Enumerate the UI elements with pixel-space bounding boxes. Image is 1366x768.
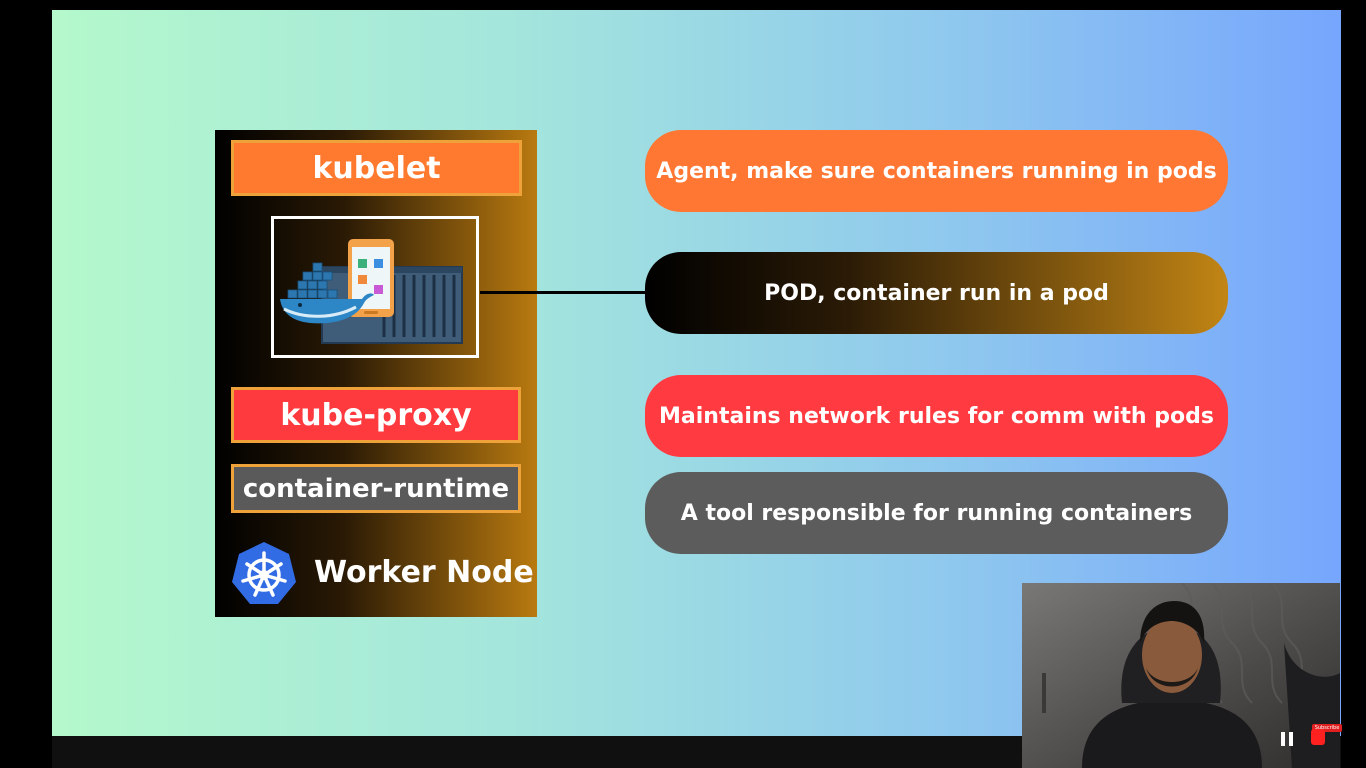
record-icon[interactable] bbox=[1311, 729, 1325, 745]
container-runtime-box: container-runtime bbox=[231, 464, 521, 513]
container-runtime-label: container-runtime bbox=[242, 473, 510, 504]
webcam-overlay bbox=[1022, 583, 1340, 768]
worker-node-panel bbox=[215, 130, 537, 617]
container-runtime-description-text: A tool responsible for running container… bbox=[680, 500, 1193, 526]
container-runtime-description: A tool responsible for running container… bbox=[645, 472, 1228, 554]
kube-proxy-label: kube-proxy bbox=[280, 397, 472, 433]
docker-whale-icon bbox=[280, 262, 374, 324]
presenter-illustration bbox=[1022, 583, 1340, 768]
pause-icon[interactable] bbox=[1280, 731, 1294, 747]
kubernetes-helm-icon bbox=[232, 542, 296, 604]
subscribe-text: Subscribe bbox=[1314, 725, 1340, 731]
pod-description: POD, container run in a pod bbox=[645, 252, 1228, 334]
worker-node-title: Worker Node bbox=[314, 555, 534, 590]
kubelet-box: kubelet bbox=[231, 140, 522, 196]
kubelet-description-text: Agent, make sure containers running in p… bbox=[656, 158, 1217, 184]
pod-connector-line bbox=[480, 291, 646, 294]
subscribe-badge[interactable]: Subscribe bbox=[1312, 724, 1342, 732]
kubelet-label: kubelet bbox=[312, 150, 441, 186]
kube-proxy-box: kube-proxy bbox=[231, 387, 521, 443]
smartphone-icon bbox=[348, 239, 394, 317]
pod-description-text: POD, container run in a pod bbox=[764, 280, 1109, 306]
kube-proxy-description-text: Maintains network rules for comm with po… bbox=[659, 403, 1214, 429]
kube-proxy-description: Maintains network rules for comm with po… bbox=[645, 375, 1228, 457]
pod-frame bbox=[271, 216, 479, 358]
pod-illustration bbox=[280, 239, 463, 344]
kubelet-description: Agent, make sure containers running in p… bbox=[645, 130, 1228, 212]
